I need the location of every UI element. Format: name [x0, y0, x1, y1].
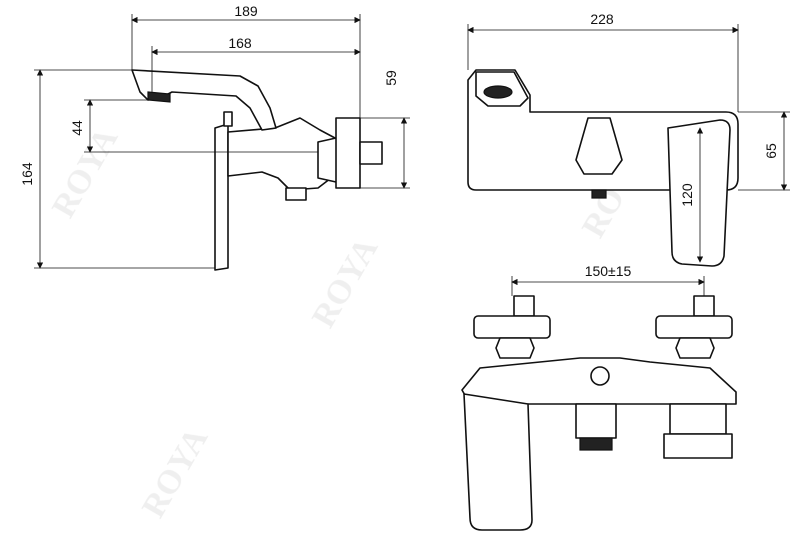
front-right-body-lower — [669, 403, 727, 435]
watermark-text: ROYA — [45, 121, 126, 224]
dim-164: 164 — [19, 162, 35, 186]
dim-59: 59 — [383, 70, 399, 86]
top-view: 228 65 120 — [467, 11, 790, 267]
dim-150-15: 150±15 — [585, 263, 632, 279]
front-right-stub — [693, 295, 715, 317]
top-outlet — [591, 189, 607, 199]
front-spout-outlet — [575, 403, 617, 439]
pipe-stub — [359, 141, 383, 165]
flange-connector — [335, 117, 361, 189]
front-aerator — [579, 437, 613, 451]
dim-120: 120 — [679, 183, 695, 207]
front-left-nut — [495, 337, 535, 359]
diverter-knob — [223, 111, 233, 127]
top-handle — [667, 119, 731, 267]
front-handle — [463, 393, 533, 531]
side-view: 189 168 164 44 59 — [19, 3, 410, 271]
front-left-stub — [513, 295, 535, 317]
dim-65: 65 — [763, 143, 779, 159]
watermark-text-2: ROYA — [305, 231, 386, 334]
dim-189: 189 — [234, 3, 258, 19]
valve-body — [227, 117, 336, 191]
bottom-outlet — [285, 187, 307, 201]
front-view: 150±15 — [461, 263, 737, 531]
front-right-cap — [663, 433, 733, 459]
top-aerator — [483, 85, 513, 99]
watermark-text-4: ROYA — [135, 421, 216, 524]
dim-168: 168 — [228, 35, 252, 51]
wall-plate — [214, 123, 229, 271]
top-diverter-knob — [575, 117, 623, 175]
dim-228: 228 — [590, 11, 614, 27]
front-right-nut — [675, 337, 715, 359]
front-left-flange — [473, 315, 551, 339]
front-right-flange — [655, 315, 733, 339]
dim-44: 44 — [69, 120, 85, 136]
front-diverter-hole — [590, 366, 610, 386]
aerator — [147, 91, 171, 103]
